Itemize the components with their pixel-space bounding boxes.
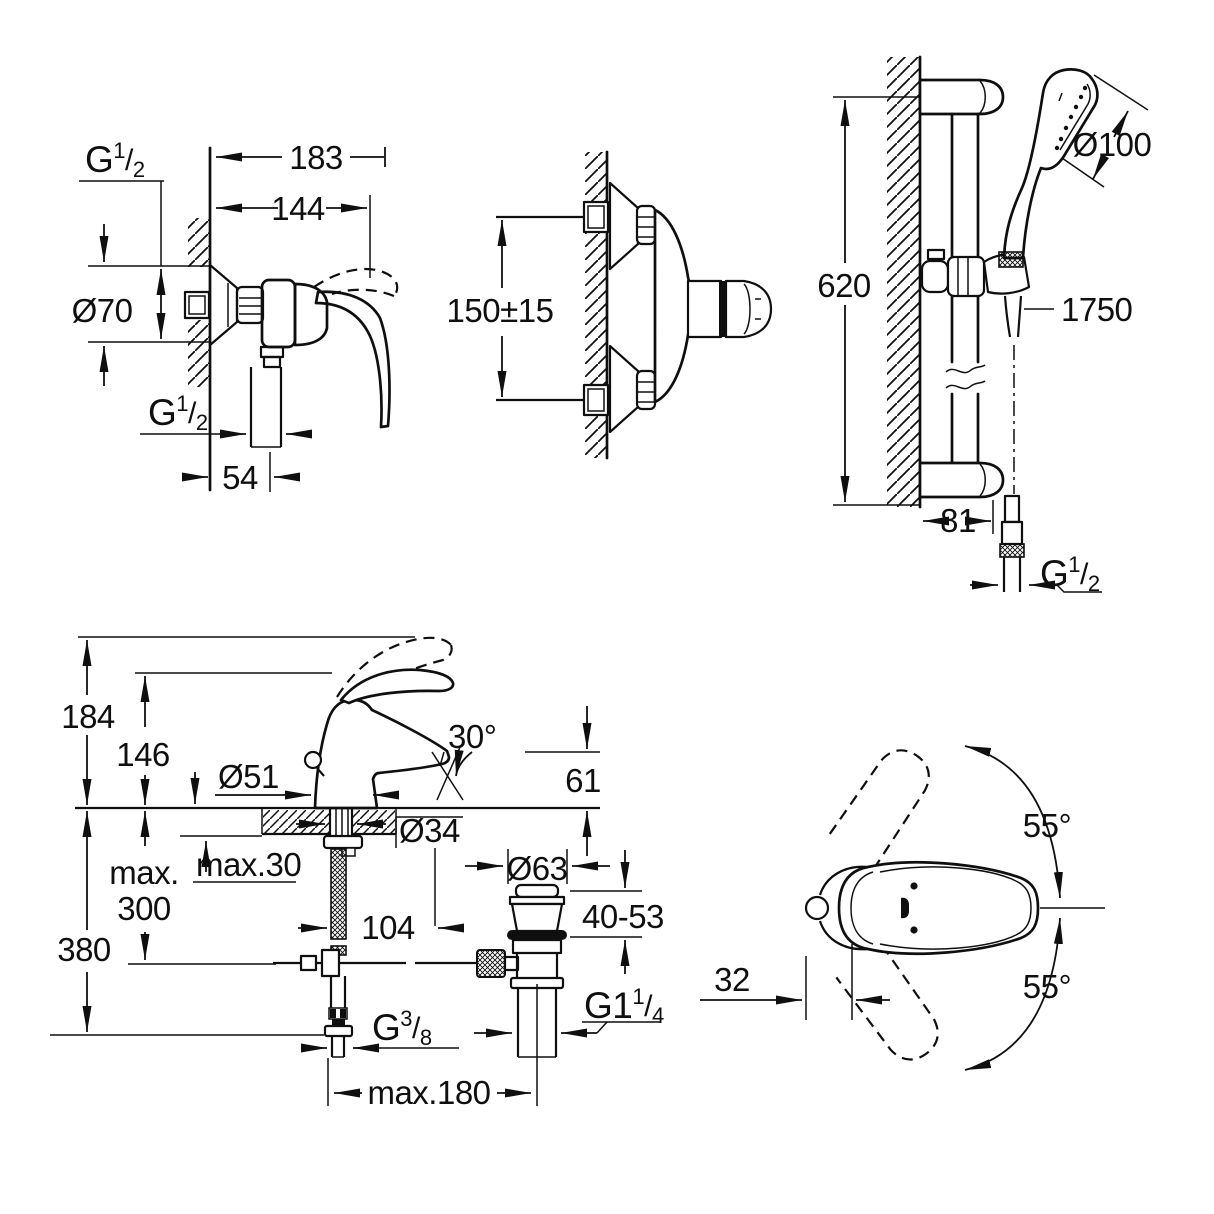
dim-40-53-label: 40-53 [582, 898, 664, 935]
dim-max180-label: max.180 [367, 1074, 490, 1111]
dim-55-up: 55° [964, 745, 1072, 899]
handle-swivel-down-ghost [835, 944, 939, 1061]
dim-150-15-label: 150±15 [447, 292, 554, 329]
dim-dia34: Ø34 [296, 812, 463, 926]
dim-620: 620 [817, 96, 920, 506]
dim-30deg-label: 30° [448, 718, 496, 755]
dim-dia51: Ø51 [215, 758, 399, 800]
view-shower-mixer-front: 150±15 [447, 150, 773, 460]
dim-146-label: 146 [116, 736, 170, 773]
label-drain-thread: G11/4 [474, 984, 664, 1038]
hose-thread-label: G1/2 [1040, 552, 1100, 596]
dim-max30-label: max.30 [196, 846, 301, 883]
dim-144-label: 144 [271, 190, 325, 227]
dim-55-down-label: 55° [1023, 968, 1071, 1005]
shower-rail [918, 78, 1005, 499]
dim-dia51-label: Ø51 [218, 758, 279, 795]
dim-104-label: 104 [361, 909, 415, 946]
dim-dia63: Ø63 [465, 849, 610, 887]
spray-face-dots [1054, 85, 1088, 151]
thread-top-label: G1/2 [85, 138, 145, 182]
dim-183: 183 [216, 139, 386, 176]
label-thread-top: G1/2 [79, 138, 166, 339]
dim-dia70: Ø70 [72, 224, 211, 386]
label-supply-thread: G3/8 [301, 1006, 459, 1053]
view-shower-rail-set: 620 81 Ø100 1750 G1/2 [817, 55, 1152, 596]
dim-40-53: 40-53 [570, 850, 664, 974]
label-1750: 1750 [1024, 291, 1133, 328]
dim-30deg: 30° [431, 718, 497, 801]
wall-union-fitting [183, 263, 265, 347]
label-hose-thread: G1/2 [970, 552, 1102, 596]
dim-54-label: 54 [222, 459, 258, 496]
handle-swivel-up-ghost [828, 749, 930, 867]
dim-184-label: 184 [61, 698, 115, 735]
thread-bottom-label: G1/2 [148, 391, 208, 435]
dim-61-label: 61 [565, 762, 601, 799]
dim-max300: max. 300 [109, 811, 276, 965]
dim-dia100: Ø100 [1061, 74, 1152, 188]
mounting-shank [322, 808, 364, 956]
view-shower-mixer-side: 183 144 Ø70 G1/2 G1/2 [72, 138, 399, 496]
mixer-body-front [496, 181, 773, 434]
dim-dia100-label: Ø100 [1073, 126, 1152, 163]
dim-104: 104 [298, 909, 464, 946]
dim-dia70-label: Ø70 [72, 292, 133, 329]
dim-32: 32 [700, 944, 890, 1020]
dim-max180: max.180 [327, 984, 538, 1111]
dim-184: 184 [61, 636, 415, 805]
dim-380: 380 [50, 811, 324, 1036]
shower-hose [999, 295, 1025, 592]
popup-rod [273, 948, 520, 978]
dim-144: 144 [216, 190, 371, 278]
label-1750-text: 1750 [1061, 291, 1133, 328]
dim-380-label: 380 [57, 931, 111, 968]
dim-150-15: 150±15 [447, 220, 554, 397]
supply-thread-label: G3/8 [372, 1006, 432, 1050]
dim-54: 54 [182, 452, 300, 496]
view-handle-top: 55° 55° 32 [700, 745, 1105, 1071]
dim-183-label: 183 [289, 139, 343, 176]
handle-solid [804, 860, 1040, 956]
dim-max300-word: max. [109, 854, 179, 891]
mixer-body-side [249, 267, 399, 448]
dim-55-up-label: 55° [1023, 807, 1071, 844]
hand-shower [998, 68, 1099, 268]
dim-max30: max.30 [180, 772, 302, 883]
dim-146: 146 [116, 672, 332, 805]
view-basin-mixer: 184 146 380 max. 300 max.30 [50, 636, 664, 1111]
dim-32-label: 32 [714, 961, 750, 998]
dim-max300-value: 300 [117, 890, 171, 927]
dim-620-label: 620 [817, 267, 871, 304]
supply-pipe [323, 976, 354, 1058]
faucet-body [303, 636, 455, 810]
wall-section-rail [887, 55, 922, 509]
dim-81-label: 81 [940, 502, 976, 539]
drain-valve [507, 883, 567, 1058]
dim-dia34-label: Ø34 [399, 812, 460, 849]
drain-thread-label: G11/4 [584, 984, 664, 1028]
rail-slider [920, 248, 1031, 298]
dim-61: 61 [525, 706, 601, 856]
dim-81: 81 [923, 500, 994, 539]
dim-dia63-label: Ø63 [507, 850, 568, 887]
label-thread-bottom: G1/2 [140, 391, 312, 439]
dim-55-down: 55° [964, 917, 1072, 1071]
